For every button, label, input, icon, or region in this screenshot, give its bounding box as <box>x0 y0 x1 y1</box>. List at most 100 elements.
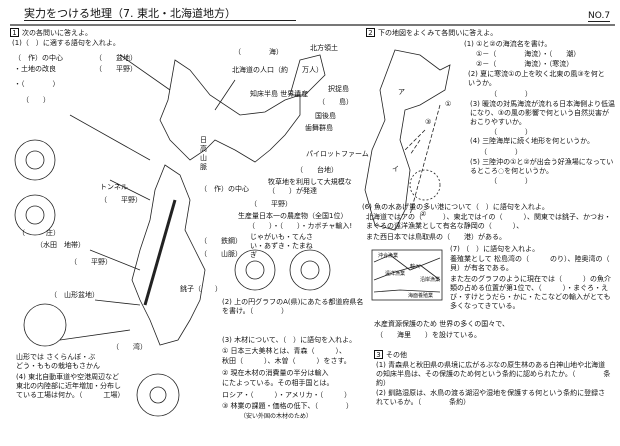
s2-q7a: 養殖業として 松島湾の（ のり）、陸奥湾の（ 貝）が有名である。 <box>450 255 620 272</box>
label-saku2: （ 作）の中心 <box>200 185 249 193</box>
graph-label-engan: 沿岸漁業 <box>420 277 441 283</box>
s2-q7: (7) （ ）に語句を入れよ。 <box>450 245 540 253</box>
label-choshi: 銚子（ ） <box>180 285 222 293</box>
worksheet-number: NO.7 <box>588 11 611 22</box>
pie-chart-3 <box>23 303 67 347</box>
s1-heading-text: 次の各問いに答えよ。 <box>22 29 92 37</box>
mark-i: イ <box>392 165 399 173</box>
s1-q3-2b: にたよっている。その相手国とは。 <box>222 379 334 387</box>
s1-number: 1 <box>10 28 19 37</box>
label-blank2: （ ） <box>22 96 50 104</box>
header-rule <box>10 24 615 26</box>
pie-chart-4 <box>136 373 180 417</box>
s2-q3: (3) 暖流の対馬海流が流れる日本海側より低温になり、③の風の影響で何という自然… <box>470 100 616 126</box>
s2-a4: （ ） <box>480 148 522 156</box>
s2-a2: （ ） <box>490 90 532 98</box>
s2-q6b: また西日本では鳥取県の（ 港）がある。 <box>366 233 506 241</box>
label-habomai: 歯舞群島 <box>305 124 333 132</box>
label-kairyo: ・土地の改良 <box>14 65 56 73</box>
arrow-lines <box>59 54 236 341</box>
s2-a5: （ ） <box>490 177 532 185</box>
s1-q4: (4) 東北自動車道や空港周辺など東北の内陸部に近年増加・分布している工場は何か… <box>16 373 125 399</box>
label-heiya2: （ 平野） <box>250 200 292 208</box>
fishing-ground <box>409 169 441 201</box>
s2-map-outline <box>364 49 451 231</box>
label-hoppo: 北方領土 <box>310 44 338 52</box>
mark-1: ① <box>445 100 452 108</box>
s3-q2: (2) 釧路湿原は、水鳥の渡る湖沼や湿地を保護する何という条約に登録されているか… <box>376 389 606 406</box>
label-yamagata: （ 山形盆地） <box>50 291 99 299</box>
hokkaido-outline <box>159 59 301 163</box>
label-blank1: ・（ ） <box>14 80 60 88</box>
s1-q3: (3) 木材について、（ ）に語句を入れよ。 <box>222 336 357 344</box>
worksheet-title: 実力をつける地理（7. 東北・北海道地方） <box>24 7 296 21</box>
label-shiretoko: 知床半島 世界遺産 <box>250 90 309 98</box>
s2-q1b: ②－（ 海流）・（寒流） <box>476 60 574 68</box>
label-yamagata-note: 山形では さくらんぼ・ぶどう・ももの栽培もさかん <box>16 353 100 370</box>
s2-a3: （ ） <box>490 128 532 136</box>
current-arrows <box>404 104 441 216</box>
graph-label-enyo: 遠洋漁業 <box>385 271 406 277</box>
pie-chart-b <box>289 249 331 291</box>
s2-q2: (2) 夏に寒流①の上を吹く北東の風③を何というか。 <box>468 70 605 87</box>
mark-3: ③ <box>425 118 432 126</box>
s2-heading-text: 下の地図をよくみて各問いに答えよ。 <box>378 29 498 37</box>
pie-chart-1 <box>14 139 56 181</box>
s2-q1a: ①－（ 海流）・（ 潮） <box>476 50 581 58</box>
pie-chart-a <box>234 249 276 291</box>
label-heiya1: （ 平野） <box>95 65 137 73</box>
s1-q3-3b: （安い外国の木材のため） <box>240 413 313 420</box>
fish-graph-lines <box>373 254 441 293</box>
s3-number: 3 <box>374 350 383 359</box>
label-bonchi: （ 盆地） <box>95 54 137 62</box>
label-heiya4: （ 平野） <box>70 258 112 266</box>
s2-q6: (6) 魚の水あげ量の多い港について（ ）に語句を入れよ。 <box>362 203 549 211</box>
label-rakuno: 牧草地を利用して大規模な（ ）が発達 <box>268 178 352 195</box>
label-suiden: （水田 地帯） <box>36 241 85 249</box>
pie-chart-2 <box>14 194 56 236</box>
label-sho: （ 庄） <box>18 229 60 237</box>
label-wan: （ 湾） <box>112 343 147 351</box>
s3-q1: (1) 青森県と秋田県の県境に広がるぶなの原生林のある白神山地や北海道の知床半島… <box>376 361 611 387</box>
mark-a: ア <box>398 88 405 96</box>
label-tekko: （ 鉄鋼） <box>200 237 242 245</box>
s2-q7b: また左のグラフのように現在では（ ）の魚介類の占める位置が第1位で、（ ）・まぐ… <box>450 275 611 310</box>
s2-q1: (1) ①と②の海流名を書け。 <box>464 40 552 48</box>
label-hidaka: 日高山脈 <box>200 136 207 171</box>
label-daichi: （ 台地） <box>296 166 338 174</box>
label-jinko: 北海道の人口（約 万人） <box>232 66 323 74</box>
label-sanmyaku: （ 山脈） <box>200 250 242 258</box>
s3-heading-text: その他 <box>386 351 407 359</box>
mark-2: ② <box>420 210 427 218</box>
label-umi: （ 海） <box>234 48 283 56</box>
s2-q7c: 水産資源保護のため 世界の多くの国々で、 <box>374 320 509 328</box>
graph-label-yoshoku: 海面養殖業 <box>408 293 434 299</box>
s2-number: 2 <box>366 28 375 37</box>
s1-q3-1b: 秋田（ ）、木曽（ ）をさす。 <box>222 357 351 365</box>
s2-q7d: （ 海里 ）を設けている。 <box>376 331 481 339</box>
s1-q1: (1)（ ）に適する語句を入れよ。 <box>12 39 120 47</box>
tohoku-outline <box>131 164 206 346</box>
label-pilot: パイロットファーム <box>306 150 369 158</box>
graph-label-yunyu: 輸入 <box>410 264 421 270</box>
label-heiya3: （ 平野） <box>100 196 142 204</box>
s1-q3-2c: ロシア・（ ）・アメリカ・（ ） <box>222 391 352 399</box>
label-seisan: 生産量日本一の農産物（全国1位） <box>238 212 348 220</box>
ou-mountains <box>143 199 177 306</box>
s2-q4: (4) 三陸海岸に続く地形を何というか。 <box>470 137 595 145</box>
s1-q3-1: ① 日本三大美林とは、青森（ ）、 <box>222 347 346 355</box>
label-crops: じゃがいも・てんさい・あずき・たまねぎ <box>250 233 313 259</box>
label-kunashiri: 国後島 <box>315 112 336 120</box>
s1-q2: (2) 上の円グラフのA(県)にあたる都道府県名を書け。（ ） <box>222 298 364 315</box>
graph-label-okiai: 沖合漁業 <box>378 253 399 259</box>
fish-graph-frame <box>371 249 443 301</box>
label-saku1: （ 作）の中心 <box>14 54 63 62</box>
s2-q5: (5) 三陸沖の①と②が出会う好漁場になっているところ◌を何というか。 <box>470 158 614 175</box>
label-imports: （ ）・（ ）・カボチャ輸入! <box>248 222 353 230</box>
label-shima: （ 島） <box>318 98 353 106</box>
label-tunnel: トンネル <box>100 183 128 191</box>
s1-q3-3: ③ 林業の課題・価格の低下、（ ） <box>222 402 353 410</box>
